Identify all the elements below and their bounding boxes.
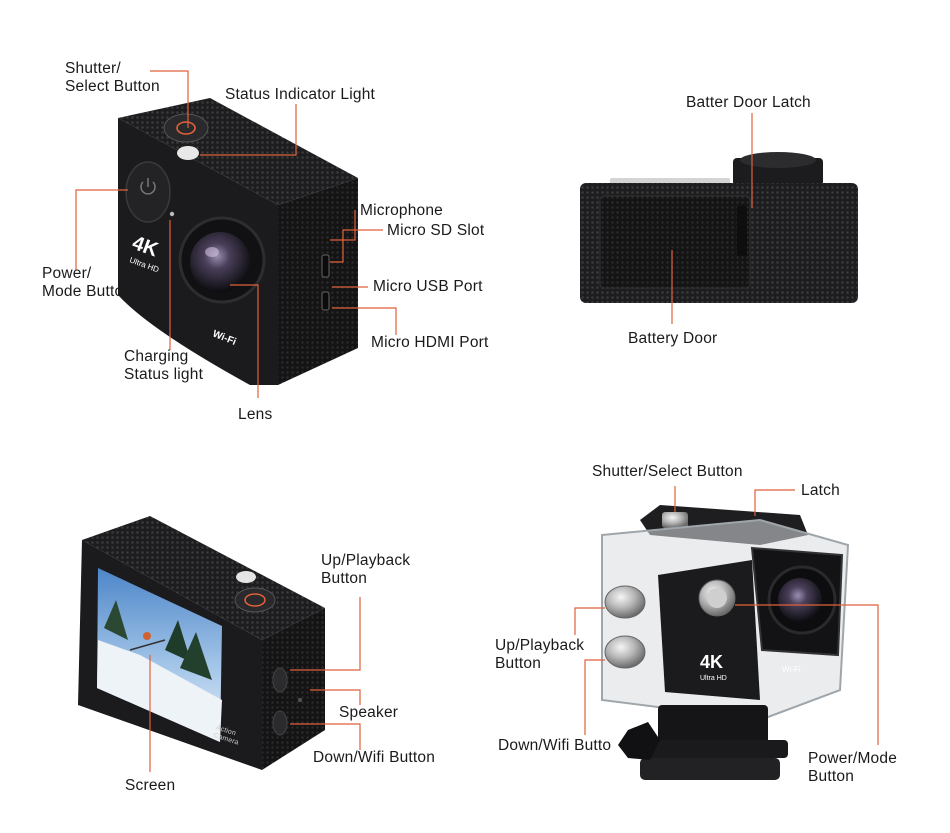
power-button-icon [125,161,171,223]
case-mount-icon [658,705,768,745]
case-lens-icon [778,578,822,622]
shutter-button-icon [163,113,209,143]
leader-speaker [310,689,361,705]
leader-power [75,189,128,270]
leader-case-up [574,607,605,635]
leader-microphone [330,210,356,241]
charging-light-icon [169,211,175,217]
up-playback-button-icon [272,667,288,693]
label-case-up-playback-button: Up/Playback Button [495,637,585,672]
leader-case-down [584,659,605,735]
label-battery-door-latch: Batter Door Latch [686,94,811,111]
leader-lens [230,284,259,398]
leader-case-power [735,604,879,745]
shutter-ring-icon [176,121,196,135]
back-camera [78,516,325,770]
label-case-latch: Latch [801,482,840,499]
label-shutter-select-button: Shutter/ Select Button [65,60,160,95]
label-lens: Lens [238,406,273,423]
leader-sd [330,229,383,263]
label-power-mode-button: Power/ Mode Button [42,265,133,300]
leader-lines [75,70,879,772]
front-camera-side [278,178,358,385]
front-camera [118,98,358,385]
power-symbol-icon [140,181,156,195]
thumb-screw-icon [618,722,660,760]
label-status-indicator-light: Status Indicator Light [225,86,376,103]
leader-shutter [150,70,189,128]
label-speaker: Speaker [339,704,399,721]
label-microphone: Microphone [360,202,443,219]
label-down-wifi-button: Down/Wifi Button [313,749,436,766]
bottom-camera [580,152,858,303]
case-shutter-icon [662,512,688,528]
case-wifi-mark: Wi-Fi [782,665,801,674]
micro-hdmi-port-icon [321,291,330,311]
micro-usb-port-icon [321,254,330,278]
case-down-button-icon [604,635,646,669]
speaker-icon [298,698,302,702]
label-up-playback-button: Up/Playback Button [321,552,411,587]
label-micro-usb-port: Micro USB Port [373,278,483,295]
case-camera [601,505,850,780]
label-screen: Screen [125,777,176,794]
label-case-shutter-select-button: Shutter/Select Button [592,463,743,480]
status-light-icon [177,146,199,160]
leader-status-light [200,104,297,156]
label-micro-sd-slot: Micro SD Slot [387,222,485,239]
battery-latch-icon [737,206,747,256]
down-wifi-button-icon [272,710,288,736]
label-micro-hdmi-port: Micro HDMI Port [371,334,489,351]
leader-hdmi [332,307,397,335]
lens-icon [190,232,250,292]
label-case-down-wifi-button: Down/Wifi Butto [498,737,612,754]
label-battery-door: Battery Door [628,330,718,347]
case-4k-mark: 4K [700,652,723,672]
label-charging-status-light: Charging Status light [124,348,204,383]
leader-down-wifi [290,723,361,750]
battery-door-icon [599,195,751,289]
label-case-power-mode-button: Power/Mode Button [808,750,898,785]
case-up-button-icon [604,585,646,619]
leader-up-playback [290,597,361,671]
case-ultrahd-mark: Ultra HD [700,675,727,682]
leader-case-latch [754,489,795,516]
